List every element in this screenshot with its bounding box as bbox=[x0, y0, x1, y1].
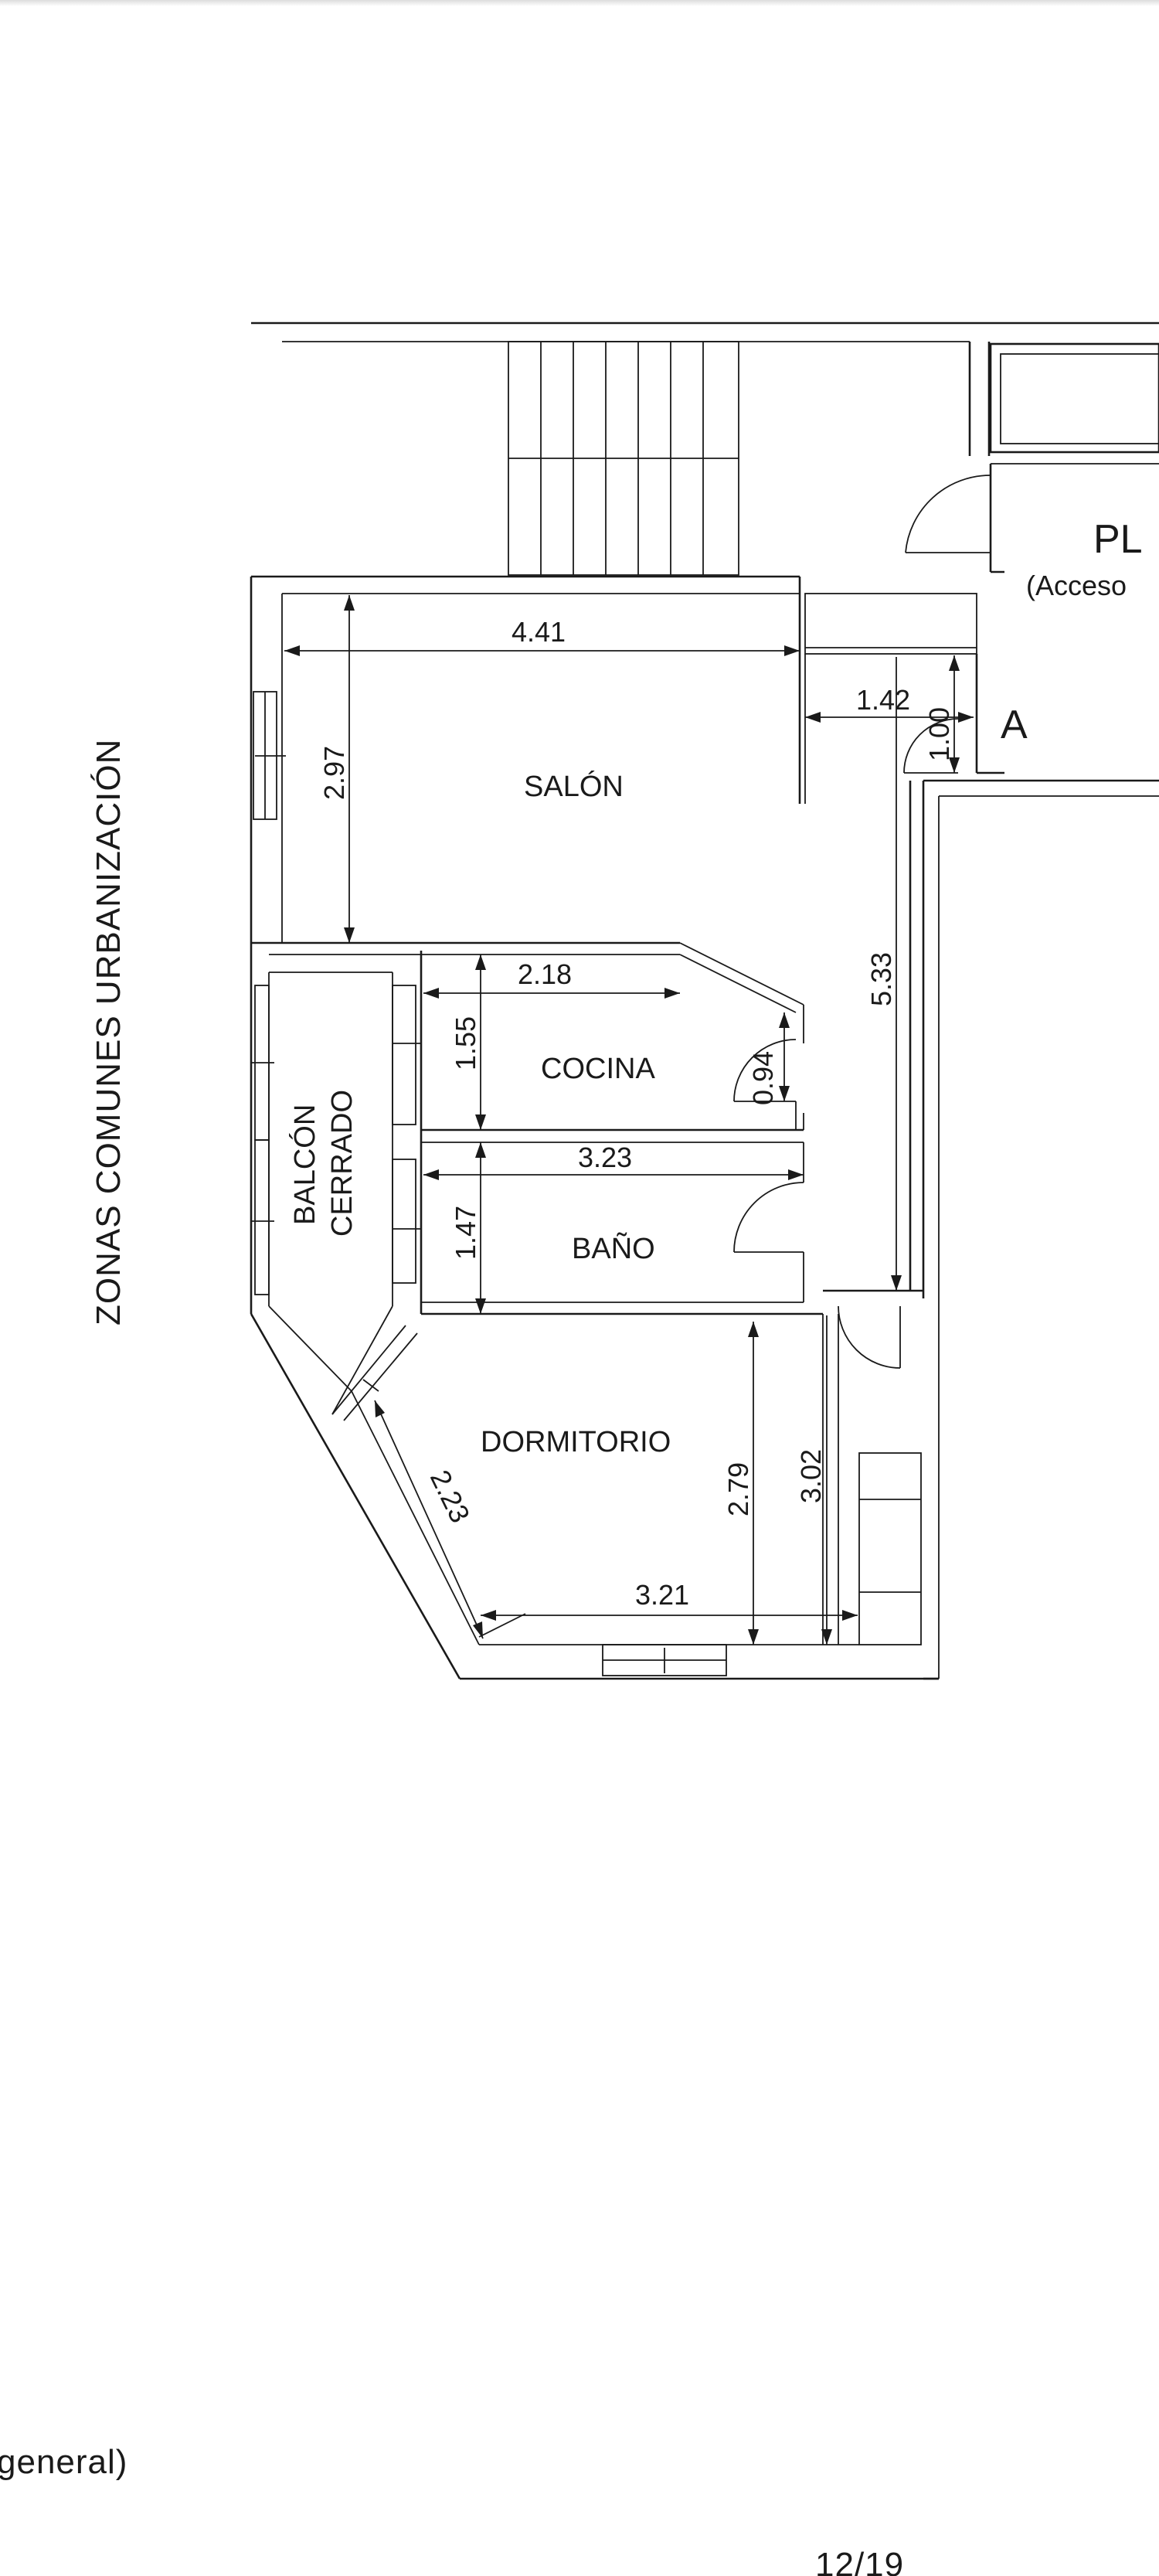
marker-a: A bbox=[1001, 703, 1028, 747]
dim-cocina-depth: 1.55 bbox=[450, 1016, 481, 1070]
dim-bano-depth: 1.47 bbox=[450, 1206, 481, 1260]
room-label-bano: BAÑO bbox=[572, 1232, 655, 1265]
bathroom-walls bbox=[421, 1142, 923, 1645]
dim-entry-depth: 1.00 bbox=[923, 707, 955, 761]
side-label: ZONAS COMUNES URBANIZACIÓN bbox=[90, 739, 127, 1325]
elevator-shaft bbox=[989, 342, 1159, 464]
page-number: 12/19 bbox=[815, 2546, 904, 2576]
room-label-balcon: BALCÓN bbox=[288, 1104, 321, 1225]
cut-label-sub: (Acceso bbox=[1026, 570, 1127, 601]
dim-dorm-depth-b: 3.02 bbox=[795, 1449, 827, 1503]
dim-hall-length: 5.33 bbox=[865, 952, 897, 1006]
apartment-walls bbox=[250, 575, 1159, 1680]
landing-door bbox=[905, 464, 1004, 573]
dim-cocina-door: 0.94 bbox=[747, 1051, 779, 1105]
dim-bano-width: 3.23 bbox=[578, 1142, 632, 1173]
top-shadow bbox=[0, 0, 1159, 6]
staircase bbox=[508, 341, 739, 576]
bottom-text-fragment: general) bbox=[0, 2443, 127, 2481]
kitchen-walls bbox=[420, 942, 804, 1314]
room-label-salon: SALÓN bbox=[524, 770, 624, 803]
room-label-cocina: COCINA bbox=[541, 1053, 655, 1085]
dim-cocina-width: 2.18 bbox=[518, 958, 572, 990]
dim-entry-width: 1.42 bbox=[856, 684, 910, 716]
dimension-lines bbox=[284, 595, 974, 1645]
dim-salon-width: 4.41 bbox=[512, 616, 566, 648]
dim-salon-depth: 2.97 bbox=[318, 746, 350, 800]
dim-dorm-width: 3.21 bbox=[635, 1579, 689, 1611]
cut-label-title: PL bbox=[1093, 517, 1143, 562]
dim-dorm-diagonal: 2.23 bbox=[424, 1465, 477, 1528]
room-label-dormitorio: DORMITORIO bbox=[481, 1426, 671, 1458]
room-label-cerrado: CERRADO bbox=[326, 1090, 359, 1237]
dim-dorm-depth-a: 2.79 bbox=[722, 1462, 754, 1516]
